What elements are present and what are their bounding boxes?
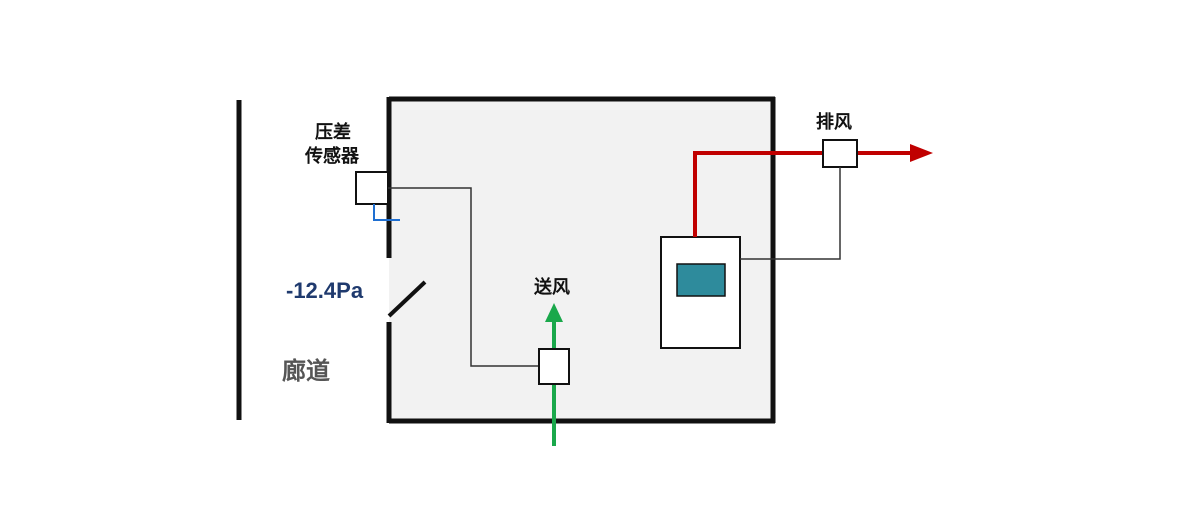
pressure-sensor <box>355 171 389 205</box>
controller-signal-wire <box>740 167 841 260</box>
exhaust-arrow-head <box>910 144 933 162</box>
supply-arrow-head <box>545 303 563 322</box>
door <box>387 280 427 318</box>
sensor-tube <box>373 204 400 221</box>
pressure-value: -12.4Pa <box>286 278 364 303</box>
exhaust-air-label: 排风 <box>816 112 852 132</box>
exhaust-damper <box>822 139 858 168</box>
pressure-sensor-label-line1: 压差 <box>315 122 351 142</box>
sensor-signal-wire <box>388 187 539 367</box>
supply-air-label: 送风 <box>534 277 570 297</box>
supply-damper <box>538 348 570 385</box>
corridor-label: 廊道 <box>282 358 330 385</box>
controller-screen <box>676 263 726 297</box>
pressure-sensor-label-line2: 传感器 <box>305 146 359 166</box>
